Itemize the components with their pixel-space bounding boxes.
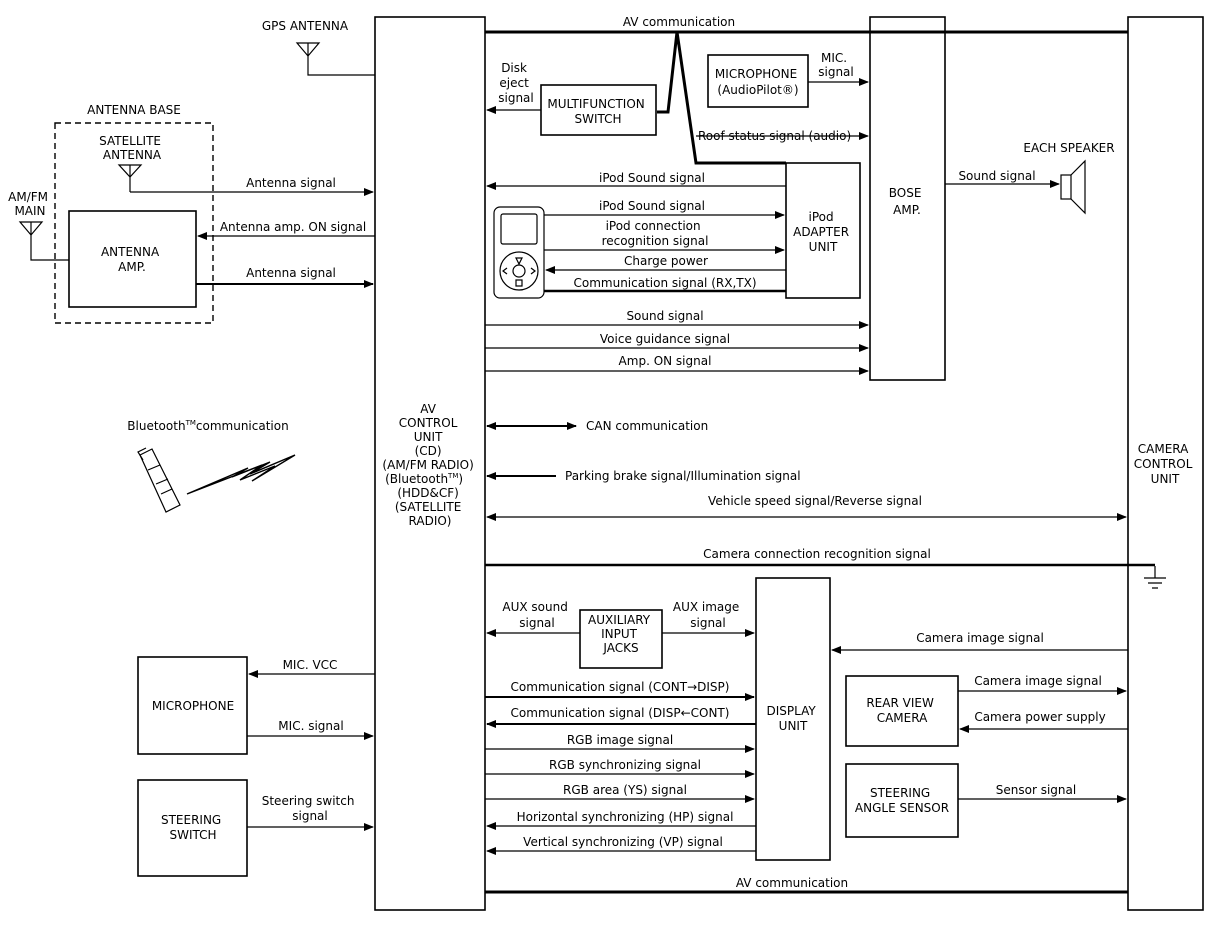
rgb-sync-label: RGB synchronizing signal: [549, 758, 701, 772]
rgb-image-label: RGB image signal: [567, 733, 673, 747]
av-comm-bottom-label: AV communication: [736, 876, 848, 890]
av-comm-branch-line: [657, 31, 786, 165]
ipod-sound-2-label: iPod Sound signal: [599, 199, 705, 213]
h-sync-label: Horizontal synchronizing (HP) signal: [517, 810, 734, 824]
antenna-base-frame: [54, 122, 214, 324]
steering-switch-block: [137, 779, 248, 877]
steering-angle-sensor-block: [845, 763, 959, 838]
aux-sound-label: AUX sound signal: [502, 600, 571, 630]
multifunction-switch-block: [540, 84, 657, 136]
antenna-amp-label: ANTENNA AMP.: [101, 245, 163, 274]
camera-power-label: Camera power supply: [974, 710, 1105, 724]
display-unit-label: DISPLAY UNIT: [766, 704, 819, 733]
antenna-signal-1-label: Antenna signal: [246, 176, 336, 190]
rear-view-camera-block: [845, 675, 959, 747]
ipod-conn-recog-label: iPod connection recognition signal: [602, 219, 709, 248]
auxiliary-input-jacks-block: [579, 609, 663, 669]
gps-antenna-label: GPS ANTENNA: [262, 19, 349, 33]
camera-image-1-label: Camera image signal: [916, 631, 1044, 645]
rear-view-camera-label: REAR VIEW CAMERA: [866, 696, 937, 725]
camera-image-2-label: Camera image signal: [974, 674, 1102, 688]
camera-conn-recog-label: Camera connection recognition signal: [703, 547, 931, 561]
antenna-amp-block: [68, 210, 197, 308]
camera-control-unit-label: CAMERA CONTROL UNIT: [1134, 442, 1196, 486]
comm-cont-disp-label: Communication signal (CONT→DISP): [511, 680, 730, 694]
satellite-antenna-icon: [117, 164, 143, 192]
aux-image-label: AUX image signal: [673, 600, 743, 630]
sound-signal-label: Sound signal: [626, 309, 703, 323]
microphone-top-block: [707, 54, 809, 108]
antenna-base-label: ANTENNA BASE: [87, 103, 181, 117]
amfm-main-label: AM/FM MAIN: [8, 190, 52, 218]
bose-amp-block: [869, 16, 946, 381]
steering-angle-sensor-label: STEERING ANGLE SENSOR: [855, 786, 949, 815]
microphone-top-label: MICROPHONE (AudioPilot®): [715, 67, 801, 97]
speaker-icon: [1060, 159, 1086, 215]
av-comm-top-label: AV communication: [623, 15, 735, 29]
ipod-adapter-unit-block: [785, 162, 861, 299]
voice-guidance-label: Voice guidance signal: [600, 332, 730, 346]
antenna-amp-on-label: Antenna amp. ON signal: [220, 220, 366, 234]
charge-power-label: Charge power: [624, 254, 708, 268]
sensor-signal-label: Sensor signal: [996, 783, 1076, 797]
mic-signal-label: MIC. signal: [278, 719, 343, 733]
ipod-adapter-unit-label: iPod ADAPTER UNIT: [793, 210, 853, 254]
satellite-antenna-label: SATELLITE ANTENNA: [99, 134, 165, 162]
disk-eject-label: Disk eject signal: [498, 61, 534, 105]
auxiliary-input-jacks-label: AUXILIARY INPUT JACKS: [588, 613, 654, 655]
ground-icon: [1144, 566, 1166, 589]
steering-switch-signal-label: Steering switch signal: [262, 794, 359, 823]
bluetooth-comm-label: BluetoothTMcommunication: [127, 419, 288, 433]
bose-amp-label: BOSE AMP.: [889, 186, 926, 217]
parking-brake-label: Parking brake signal/Illumination signal: [565, 469, 801, 483]
microphone-label: MICROPHONE: [152, 699, 234, 713]
microphone-block: [137, 656, 248, 755]
ipod-sound-1-label: iPod Sound signal: [599, 171, 705, 185]
mic-signal-top-label: MIC. signal: [818, 51, 854, 79]
vehicle-speed-label: Vehicle speed signal/Reverse signal: [708, 494, 922, 508]
sound-signal-speaker-label: Sound signal: [958, 169, 1035, 183]
camera-control-unit-block: [1127, 16, 1204, 911]
av-control-unit-block: [374, 16, 486, 911]
ipod-icon: [493, 206, 545, 299]
multifunction-switch-label: MULTIFUNCTION SWITCH: [547, 97, 648, 126]
mic-vcc-label: MIC. VCC: [283, 658, 338, 672]
gps-antenna-icon: [295, 42, 375, 76]
amfm-antenna-icon: [18, 221, 69, 261]
can-comm-label: CAN communication: [586, 419, 708, 433]
mobile-phone-icon: [137, 447, 181, 513]
comm-disp-cont-label: Communication signal (DISP←CONT): [511, 706, 730, 720]
v-sync-label: Vertical synchronizing (VP) signal: [523, 835, 723, 849]
rgb-area-label: RGB area (YS) signal: [563, 783, 687, 797]
comm-rxtx-label: Communication signal (RX,TX): [574, 276, 757, 290]
antenna-signal-2-label: Antenna signal: [246, 266, 336, 280]
each-speaker-label: EACH SPEAKER: [1023, 141, 1114, 155]
steering-switch-label: STEERING SWITCH: [161, 813, 225, 842]
av-control-unit-label: AV CONTROL UNIT (CD) (AM/FM RADIO) (Blue…: [382, 402, 477, 528]
display-unit-block: [755, 577, 831, 861]
roof-status-label: Roof status signal (audio): [698, 129, 851, 143]
amp-on-label: Amp. ON signal: [619, 354, 712, 368]
wireless-signal-icon: [186, 454, 296, 495]
